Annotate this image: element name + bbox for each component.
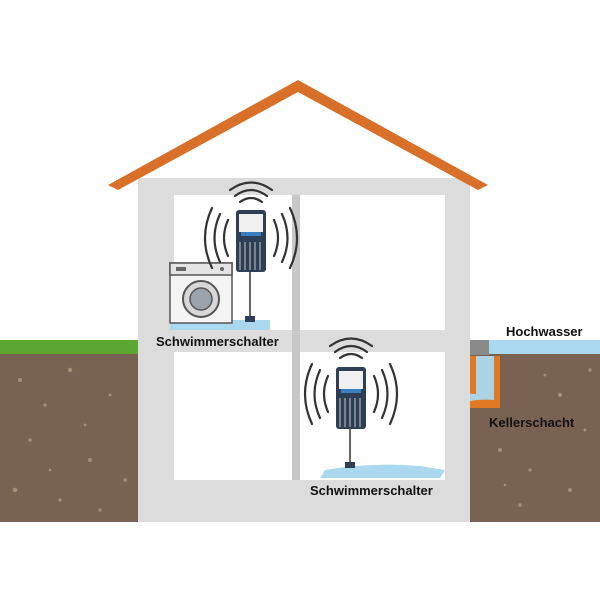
flood-label: Hochwasser — [506, 324, 583, 339]
upper-float-switch-label: Schwimmerschalter — [156, 334, 279, 349]
signal-wave-icon — [303, 337, 399, 426]
room-lower-right — [300, 352, 445, 480]
flood-water — [466, 340, 600, 354]
roof — [108, 80, 488, 190]
water-alarm-device-icon — [236, 210, 266, 322]
lower-float-switch-label: Schwimmerschalter — [310, 483, 433, 498]
cellar-shaft-label: Kellerschacht — [489, 415, 575, 430]
wall-shade — [292, 195, 300, 480]
washing-machine-icon — [169, 262, 233, 324]
signal-wave-icon — [203, 181, 299, 270]
water-alarm-device-icon — [336, 367, 366, 468]
room-lower-left — [174, 352, 292, 480]
room-upper-right — [300, 195, 445, 330]
grass-strip — [0, 340, 140, 354]
soil-pebbles — [12, 367, 592, 512]
upper-floor-water — [170, 320, 270, 330]
